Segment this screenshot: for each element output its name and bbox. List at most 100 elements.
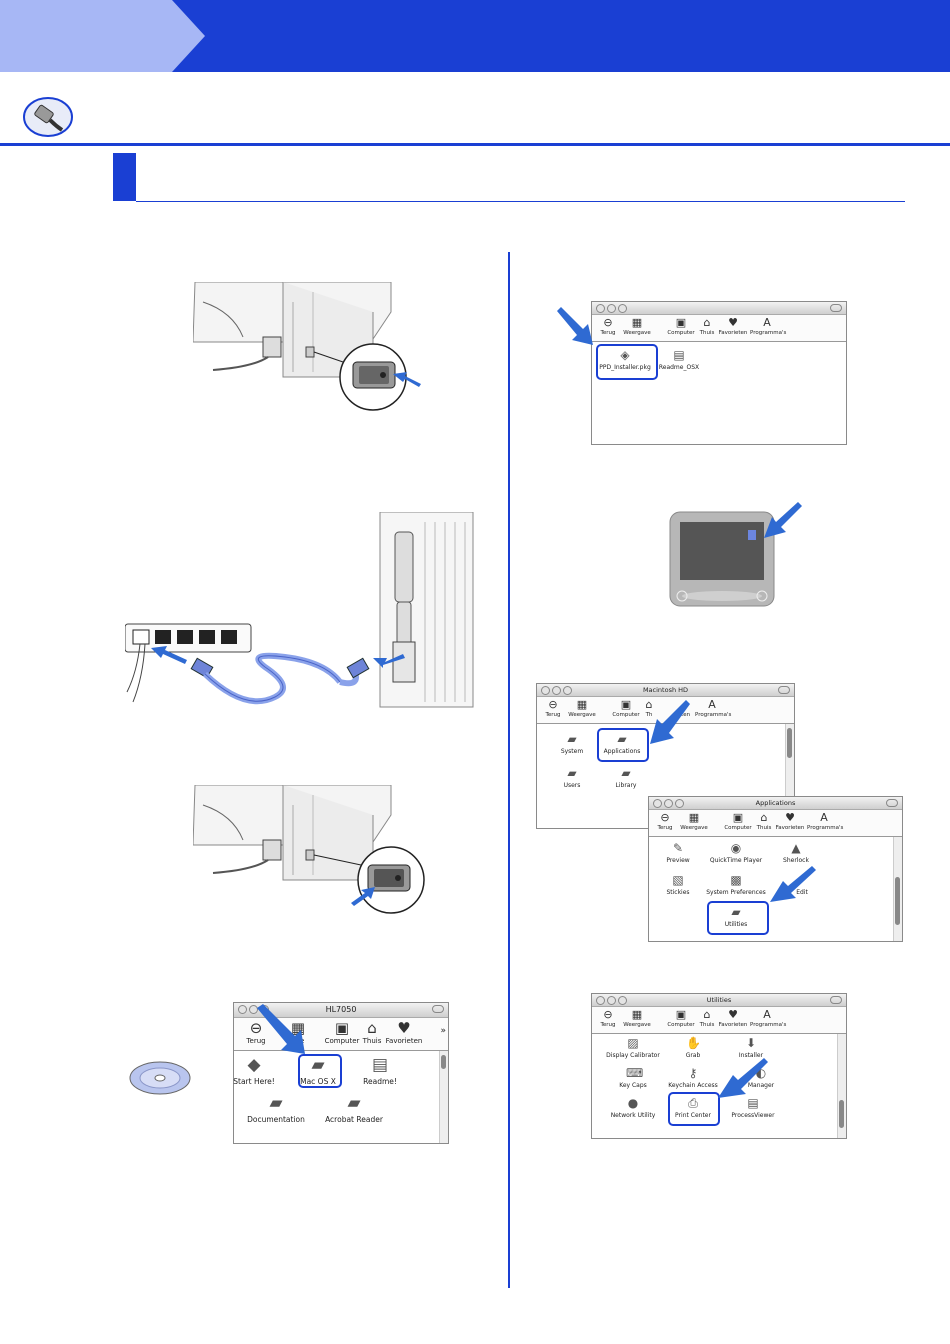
home-icon: ⌂ xyxy=(703,316,711,329)
back-button[interactable]: ⊖Terug xyxy=(657,811,673,832)
preview-icon: ✎ xyxy=(672,841,684,855)
view-icon: ▦ xyxy=(688,811,700,824)
print-center-app[interactable]: ⎙Print Center xyxy=(675,1096,711,1119)
folder-icon: ▰ xyxy=(731,905,741,919)
blue-arrow-icon xyxy=(151,646,187,664)
view-button[interactable]: ▦Weergave xyxy=(623,316,651,337)
favorites-button[interactable]: ♥Favorieten xyxy=(775,811,805,832)
computer-button[interactable]: ▣Computer xyxy=(724,811,752,832)
back-button[interactable]: ⊖Terug xyxy=(545,698,561,719)
folder-icon: ▰ xyxy=(567,766,577,780)
computer-button[interactable]: ▣Computer xyxy=(612,698,640,719)
blue-arrow-icon xyxy=(718,1058,768,1098)
applications-icon: A xyxy=(763,316,771,329)
utilities-folder[interactable]: ▰Utilities xyxy=(724,905,748,928)
home-icon: ⌂ xyxy=(760,811,768,824)
document-icon: ▤ xyxy=(371,1055,389,1075)
blue-arrow-icon xyxy=(393,372,421,387)
acrobat-reader-folder[interactable]: ▰Acrobat Reader xyxy=(325,1093,383,1124)
favorites-button[interactable]: ♥Favorieten xyxy=(385,1019,423,1045)
home-icon: ⌂ xyxy=(367,1019,377,1037)
home-button[interactable]: ⌂Thuis xyxy=(362,1019,382,1045)
blue-arrow-icon xyxy=(764,502,802,538)
keychain-icon: ⚷ xyxy=(688,1066,698,1080)
key-caps-app[interactable]: ⌨Key Caps xyxy=(619,1066,647,1089)
package-icon: ◈ xyxy=(620,348,630,362)
window-title: Utilities xyxy=(706,996,732,1004)
applications-folder[interactable]: ▰Applications xyxy=(603,732,641,755)
applications-window: Applications ⊖Terug ▦Weergave ▣Computer … xyxy=(648,796,903,942)
back-button[interactable]: ⊖Terug xyxy=(246,1019,266,1045)
blue-arrow-icon xyxy=(770,866,816,902)
vertical-scrollbar[interactable] xyxy=(785,724,794,828)
view-button[interactable]: ▦Weergave xyxy=(568,698,596,719)
start-here-item[interactable]: ◆Start Here! xyxy=(233,1055,275,1086)
favorites-button[interactable]: ♥Favorieten xyxy=(718,1008,748,1029)
grab-icon: ✋ xyxy=(686,1036,701,1050)
home-icon: ⌂ xyxy=(645,698,653,711)
computer-button[interactable]: ▣Computer xyxy=(667,1008,695,1029)
view-icon: ▦ xyxy=(290,1019,306,1037)
heart-icon: ♥ xyxy=(397,1019,411,1037)
mac-os-x-folder[interactable]: ▰Mac OS X xyxy=(300,1055,336,1086)
network-utility-app[interactable]: ●Network Utility xyxy=(610,1096,656,1119)
home-icon: ⌂ xyxy=(703,1008,711,1021)
selection-highlight xyxy=(298,1054,342,1088)
system-preferences-icon: ▩ xyxy=(730,873,742,887)
vertical-scrollbar[interactable] xyxy=(893,837,902,941)
favorites-button[interactable]: ♥Favorieten xyxy=(718,316,748,337)
keychain-access-app[interactable]: ⚷Keychain Access xyxy=(668,1066,718,1089)
system-folder[interactable]: ▰System xyxy=(560,732,584,755)
documentation-folder[interactable]: ▰Documentation xyxy=(247,1093,305,1124)
stickies-app[interactable]: ▧Stickies xyxy=(666,873,690,896)
view-button[interactable]: ▦Weergave xyxy=(623,1008,651,1029)
computer-icon: ▣ xyxy=(620,698,632,711)
view-icon: ▦ xyxy=(631,1008,643,1021)
users-folder[interactable]: ▰Users xyxy=(563,766,581,789)
home-button[interactable]: ⌂Th xyxy=(639,698,659,719)
printer-icon: ⎙ xyxy=(688,1096,698,1110)
readme-osx-item[interactable]: ▤Readme_OSX xyxy=(658,348,700,371)
folder-icon: ▰ xyxy=(617,732,627,746)
view-button[interactable]: ▦Weergave xyxy=(680,811,708,832)
back-button[interactable]: ⊖Terug xyxy=(600,1008,616,1029)
ppd-installer-item[interactable]: ◈PPD_Installer.pkg xyxy=(599,348,651,371)
heart-icon: ♥ xyxy=(728,1008,738,1021)
home-button[interactable]: ⌂Thuis xyxy=(699,316,715,337)
quicktime-player-app[interactable]: ◉QuickTime Player xyxy=(709,841,763,864)
folder-icon: ▰ xyxy=(269,1093,283,1113)
cd-window: HL7050 ⊖Terug ▦ave ▣Computer ⌂Thuis ♥Fav… xyxy=(233,1002,449,1144)
home-button[interactable]: ⌂Thuis xyxy=(699,1008,715,1029)
system-preferences-app[interactable]: ▩System Preferences xyxy=(706,873,766,896)
selection-highlight xyxy=(707,901,769,935)
display-calibrator-app[interactable]: ▨Display Calibrator xyxy=(606,1036,660,1059)
document-icon: ▤ xyxy=(673,348,685,362)
installer-window: ⊖Terug ▦Weergave ▣Computer ⌂Thuis ♥Favor… xyxy=(591,301,847,445)
back-button[interactable]: ⊖Terug xyxy=(600,316,616,337)
library-folder[interactable]: ▰Library xyxy=(615,766,637,789)
textedit-app[interactable]: ▤Edit xyxy=(796,889,808,896)
home-button[interactable]: ⌂Thuis xyxy=(756,811,772,832)
vertical-scrollbar[interactable] xyxy=(837,1034,846,1138)
readme-item[interactable]: ▤Readme! xyxy=(363,1055,397,1086)
selection-highlight xyxy=(596,344,658,380)
installer-app[interactable]: ⬇Installer xyxy=(738,1036,764,1059)
processviewer-app[interactable]: ▤ProcessViewer xyxy=(731,1096,775,1119)
computer-button[interactable]: ▣Computer xyxy=(324,1019,360,1045)
sherlock-app[interactable]: ▲Sherlock xyxy=(783,841,809,864)
folder-icon: ▰ xyxy=(567,732,577,746)
processviewer-icon: ▤ xyxy=(747,1096,759,1110)
preview-app[interactable]: ✎Preview xyxy=(666,841,690,864)
overflow-icon[interactable]: » xyxy=(440,1026,446,1036)
manager-app[interactable]: ◐Manager xyxy=(747,1066,775,1089)
grab-app[interactable]: ✋Grab xyxy=(685,1036,701,1059)
computer-icon: ▣ xyxy=(675,316,687,329)
installer-icon: ⬇ xyxy=(745,1036,757,1050)
computer-button[interactable]: ▣Computer xyxy=(667,316,695,337)
vertical-scrollbar[interactable] xyxy=(439,1051,448,1143)
lan-cable-illustration xyxy=(125,512,474,708)
